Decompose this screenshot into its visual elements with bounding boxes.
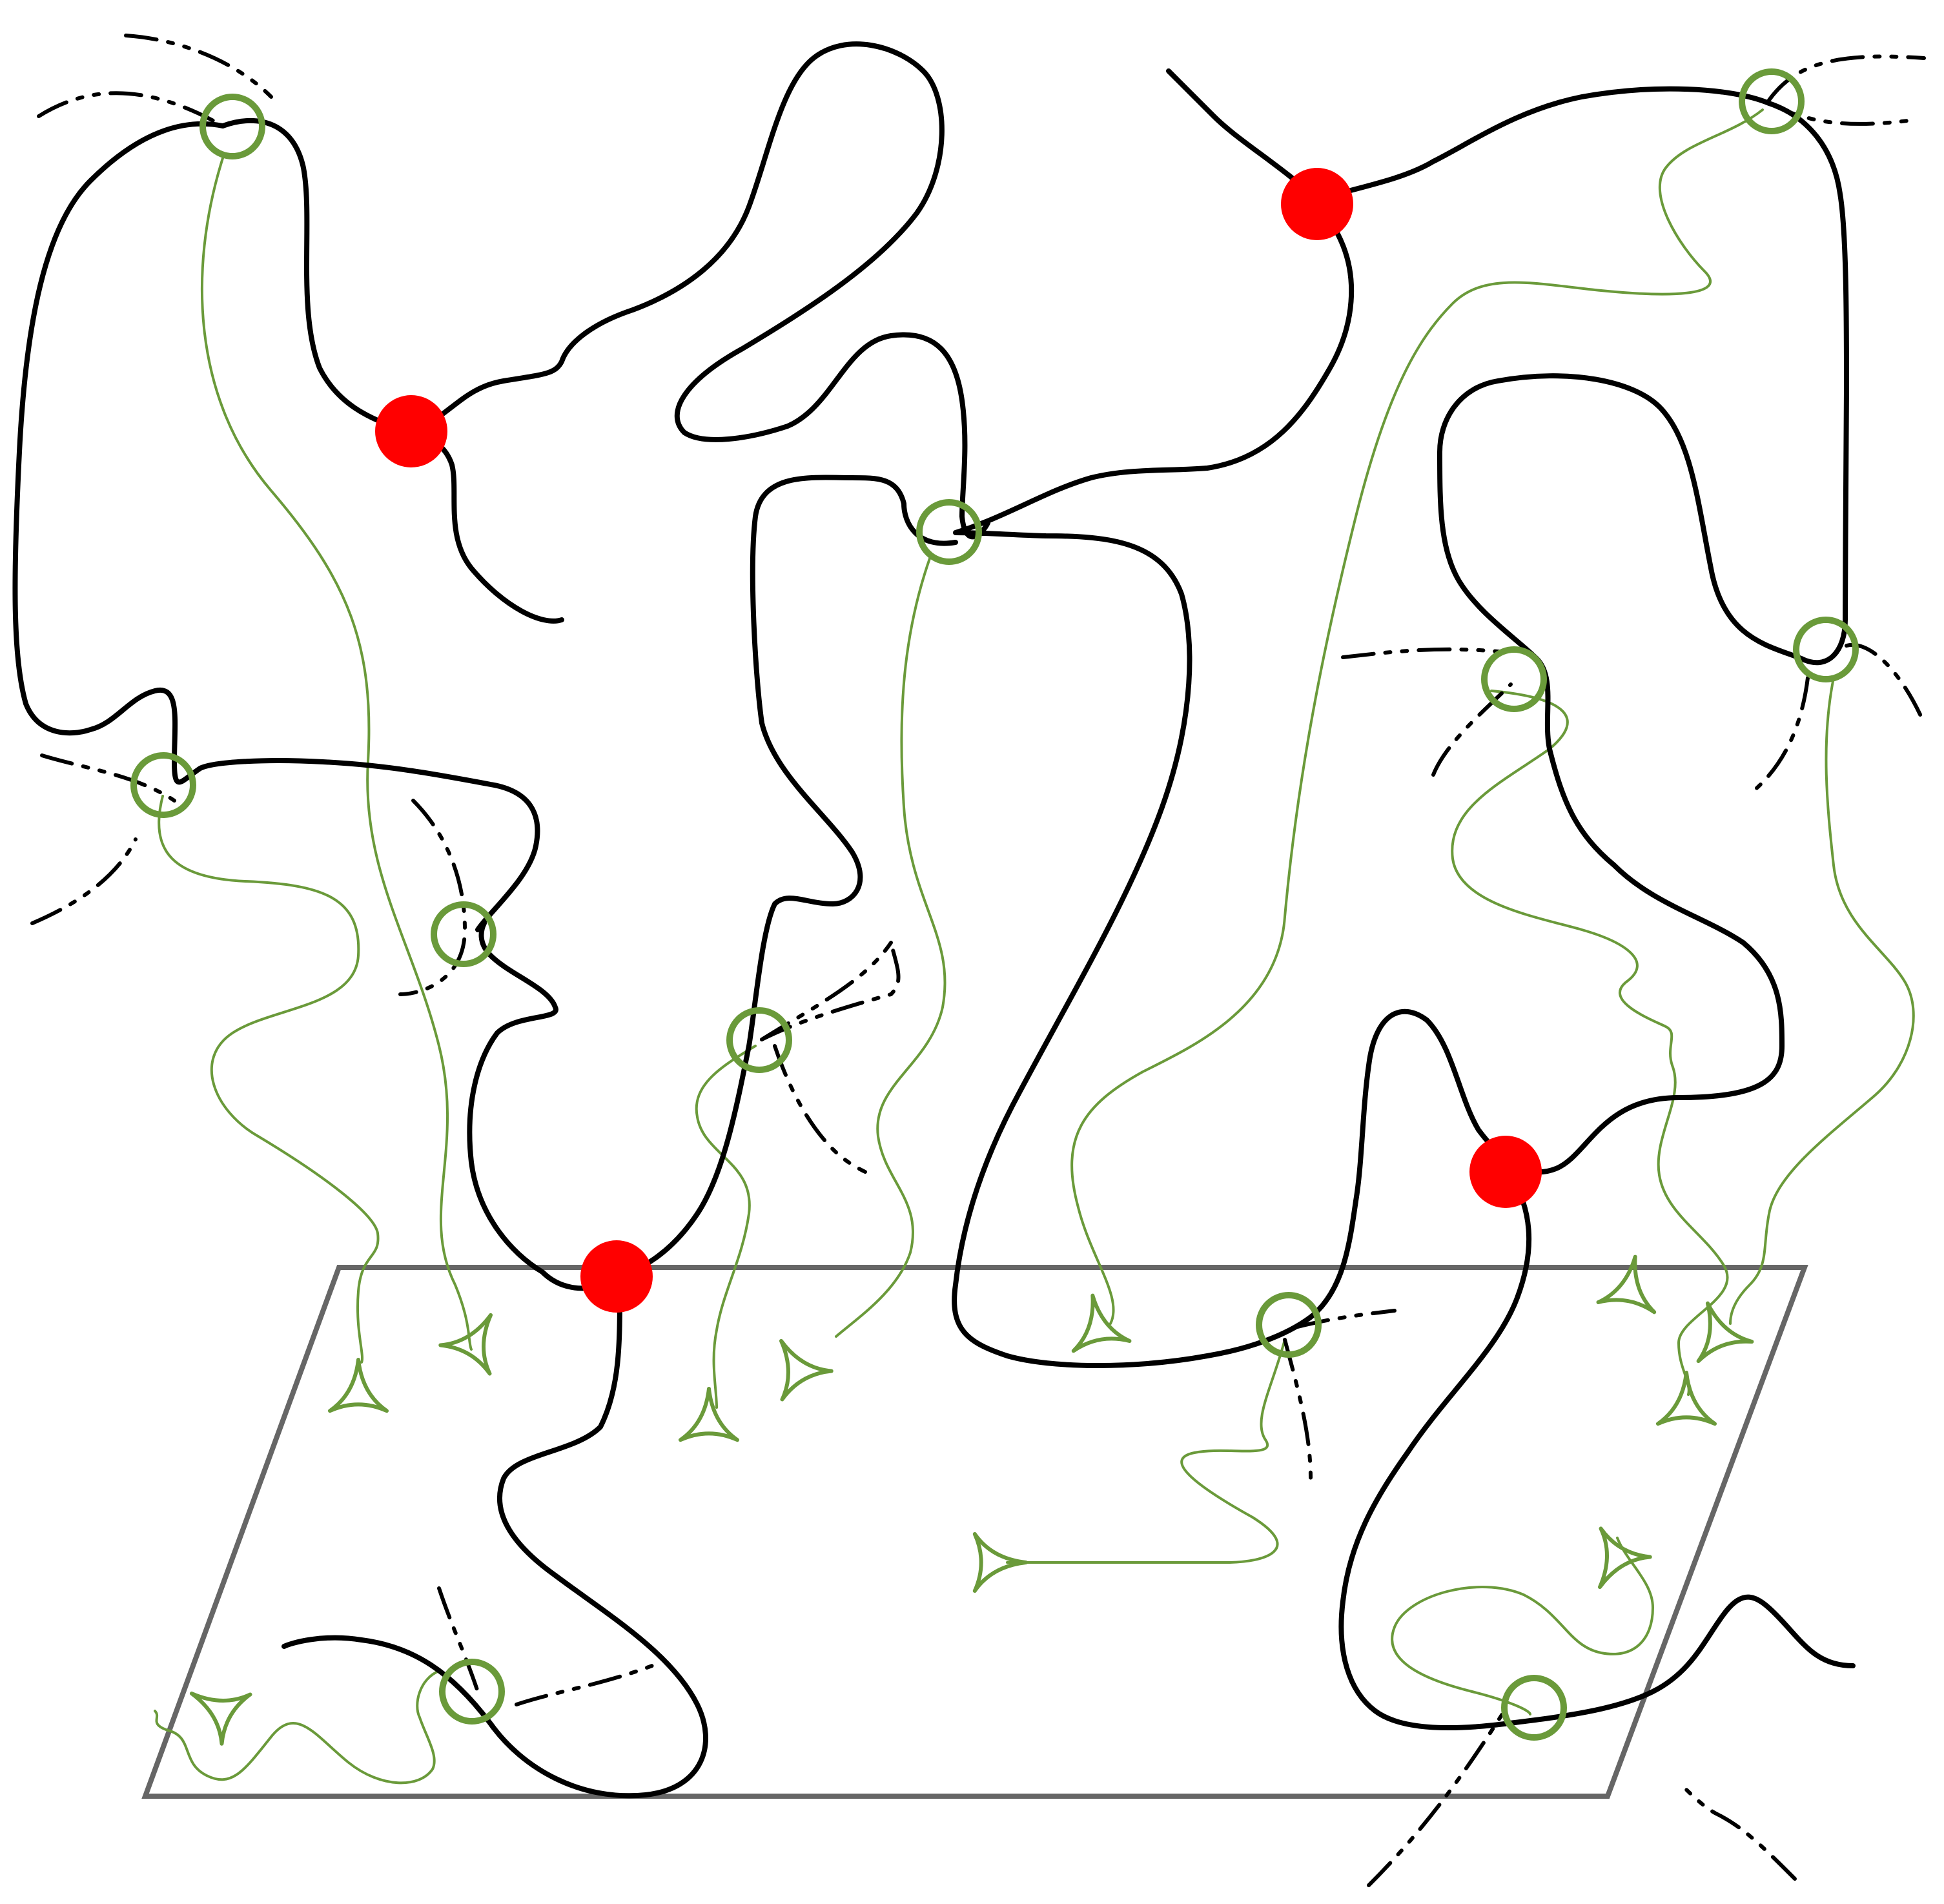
entanglement-ring xyxy=(726,1007,792,1073)
substrate-plane xyxy=(141,1265,1808,1799)
entanglement-ring xyxy=(130,752,196,818)
entanglement-ring xyxy=(439,1659,505,1725)
polymer-chain xyxy=(1166,68,1320,203)
dashed-segment xyxy=(760,941,893,1041)
dashed-segment xyxy=(1367,1709,1506,1887)
anchor-triangle xyxy=(438,1313,493,1376)
dashed-segment xyxy=(437,1586,480,1694)
entanglement-ring xyxy=(1256,1292,1322,1358)
dashed-segment xyxy=(1341,647,1506,659)
dashed-segment xyxy=(515,1664,654,1706)
polymer-chain xyxy=(1338,1172,1856,1730)
dashed-chain-segments xyxy=(30,34,1926,1887)
dashed-segment xyxy=(1845,642,1926,725)
tether-line xyxy=(1006,1338,1286,1564)
dashed-segment xyxy=(1767,101,1919,126)
entanglement-ring xyxy=(431,901,496,967)
polymer-chain xyxy=(411,41,990,540)
crosslink-points xyxy=(375,168,1542,1313)
tether-line xyxy=(158,795,380,1364)
tether-line xyxy=(695,1045,757,1409)
polymer-chains xyxy=(12,41,1856,1799)
anchor-triangle xyxy=(1071,1293,1132,1353)
dashed-segment xyxy=(30,837,138,925)
tether-line xyxy=(1729,677,1915,1325)
dashed-segment xyxy=(1677,1780,1797,1881)
crosslink-dot xyxy=(375,395,447,467)
polymer-chain xyxy=(12,121,540,932)
crosslink-dot xyxy=(580,1240,653,1313)
entanglement-ring xyxy=(200,94,265,159)
dashed-segment xyxy=(1431,682,1513,777)
anchor-points xyxy=(189,1254,1754,1746)
crosslink-dot xyxy=(1281,168,1353,240)
anchor-triangle xyxy=(1598,1526,1652,1590)
dashed-segment xyxy=(124,34,273,99)
anchor-triangle xyxy=(779,1338,834,1402)
dashed-segment xyxy=(398,799,467,996)
dashed-segment xyxy=(760,941,901,1041)
tether-line xyxy=(1451,690,1729,1396)
entanglement-ring xyxy=(916,499,982,565)
entanglement-ring xyxy=(1739,68,1805,134)
tether-line xyxy=(154,1670,440,1785)
polymer-chain xyxy=(467,475,958,1291)
entanglement-ring xyxy=(1501,1675,1567,1741)
polymer-chain xyxy=(220,118,564,624)
anchor-triangle xyxy=(1696,1301,1754,1364)
tether-line xyxy=(200,157,473,1351)
polymer-chain xyxy=(281,1289,708,1799)
dashed-segment xyxy=(773,1044,867,1174)
entanglement-ring xyxy=(1793,617,1859,682)
tether-line xyxy=(835,557,946,1338)
dashed-segment xyxy=(37,91,225,128)
dashed-segment xyxy=(1748,676,1810,796)
tether-line xyxy=(1070,108,1764,1325)
tether-line xyxy=(1391,1537,1654,1715)
anchor-triangle xyxy=(189,1692,252,1746)
anchor-triangle xyxy=(972,1532,1028,1593)
dashed-segment xyxy=(40,753,176,803)
dashed-segment xyxy=(1767,54,1926,102)
entanglement-points xyxy=(130,68,1859,1741)
anchor-triangle xyxy=(679,1387,739,1442)
tether-lines xyxy=(154,108,1915,1785)
entanglement-ring xyxy=(1481,646,1547,712)
anchor-triangle xyxy=(1656,1371,1717,1426)
anchor-triangle xyxy=(328,1358,389,1413)
polymer-chain xyxy=(952,86,1849,1368)
anchor-triangle xyxy=(1596,1254,1657,1315)
crosslink-dot xyxy=(1469,1136,1542,1208)
dashed-segment xyxy=(1296,1309,1397,1329)
dashed-segment xyxy=(1283,1338,1313,1480)
